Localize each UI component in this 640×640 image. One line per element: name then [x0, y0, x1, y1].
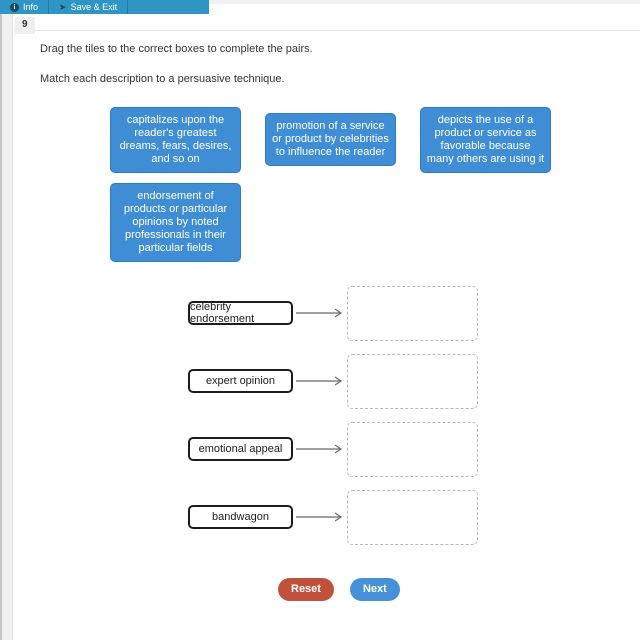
drag-tile-expert-opinion-description[interactable]: endorsement of products or particular op… — [110, 182, 241, 262]
arrow-icon — [296, 308, 343, 318]
drag-tile-emotional-appeal-description[interactable]: capitalizes upon the reader's greatest d… — [110, 107, 241, 173]
toolbar-divider — [127, 0, 129, 14]
question-content: Drag the tiles to the correct boxes to c… — [14, 32, 640, 601]
left-rail — [0, 14, 13, 640]
pair-row-celebrity-endorsement: celebrity endorsement — [188, 285, 640, 341]
save-exit-button[interactable]: ➤ Save & Exit — [48, 0, 127, 14]
drop-zone-expert-opinion[interactable] — [347, 353, 478, 409]
arrow-icon — [296, 376, 343, 386]
info-button[interactable]: i Info — [0, 0, 48, 14]
drop-zone-emotional-appeal[interactable] — [347, 421, 478, 477]
reset-button[interactable]: Reset — [278, 577, 334, 601]
term-label-emotional-appeal: emotional appeal — [188, 437, 293, 462]
matching-pairs: celebrity endorsement expert opinion emo… — [40, 285, 640, 545]
sign-out-icon: ➤ — [59, 1, 67, 12]
term-label-celebrity-endorsement: celebrity endorsement — [188, 301, 293, 326]
drop-zone-bandwagon[interactable] — [347, 489, 478, 545]
drag-instruction-text: Drag the tiles to the correct boxes to c… — [40, 43, 313, 55]
pair-row-emotional-appeal: emotional appeal — [188, 421, 640, 477]
drag-tile-celebrity-endorsement-description[interactable]: promotion of a service or product by cel… — [265, 113, 396, 167]
info-button-label: Info — [23, 2, 39, 12]
question-tab-strip: 9 — [14, 14, 640, 34]
top-background-strip — [0, 0, 640, 4]
arrow-icon — [296, 512, 343, 522]
term-label-bandwagon: bandwagon — [188, 505, 293, 530]
tiles-row-1: capitalizes upon the reader's greatest d… — [110, 107, 640, 173]
action-buttons: Reset Next — [278, 577, 640, 601]
pair-row-expert-opinion: expert opinion — [188, 353, 640, 409]
tiles-row-2: endorsement of products or particular op… — [110, 182, 640, 262]
drag-tile-bandwagon-description[interactable]: depicts the use of a product or service … — [420, 107, 551, 173]
left-rail-edge — [0, 14, 2, 640]
pair-row-bandwagon: bandwagon — [188, 489, 640, 545]
term-label-expert-opinion: expert opinion — [188, 369, 293, 394]
arrow-icon — [296, 444, 343, 454]
info-icon: i — [10, 2, 19, 12]
question-number-tab[interactable]: 9 — [15, 17, 35, 34]
save-exit-button-label: Save & Exit — [70, 2, 118, 12]
question-prompt-text: Match each description to a persuasive t… — [40, 73, 285, 85]
next-button[interactable]: Next — [349, 577, 400, 601]
drop-zone-celebrity-endorsement[interactable] — [347, 285, 478, 341]
toolbar: i Info ➤ Save & Exit — [0, 0, 209, 14]
